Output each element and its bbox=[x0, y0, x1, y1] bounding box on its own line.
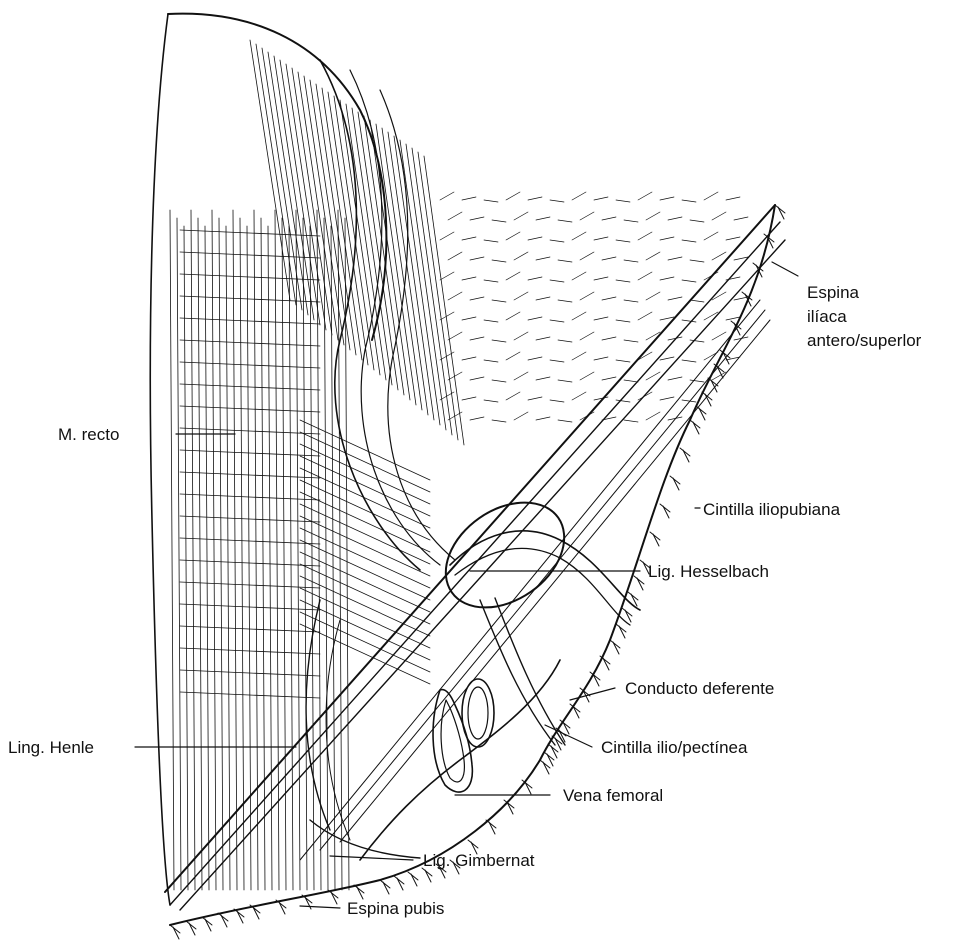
label-cintilla-ilio-pectinea: Cintilla ilio/pectínea bbox=[601, 738, 748, 757]
label-cintilla-iliopubiana: Cintilla iliopubiana bbox=[703, 500, 841, 519]
oblique-hatching bbox=[250, 40, 464, 684]
fascia-hatching bbox=[440, 192, 748, 422]
oblique-fibers-drawing bbox=[250, 40, 464, 684]
label-vena-femoral: Vena femoral bbox=[563, 786, 663, 805]
label-lig-gimbernat: Lig. Gimbernat bbox=[423, 851, 535, 870]
femoral-vessels-drawing bbox=[360, 660, 560, 860]
leader-espina-iliaca bbox=[772, 262, 798, 276]
label-espina-pubis: Espina pubis bbox=[347, 899, 444, 918]
anatomical-drawing bbox=[150, 14, 785, 939]
label-conducto-deferente: Conducto deferente bbox=[625, 679, 774, 698]
leader-conducto-deferente bbox=[570, 688, 615, 700]
internal-ring-drawing bbox=[426, 481, 640, 745]
label-espina-iliaca-line2: ilíaca bbox=[807, 307, 847, 326]
label-ling-henle: Ling. Henle bbox=[8, 738, 94, 757]
labels: Espina ilíaca antero/superlor M. recto C… bbox=[8, 283, 922, 918]
label-espina-iliaca-line1: Espina bbox=[807, 283, 860, 302]
henle-region-drawing bbox=[306, 600, 420, 858]
label-espina-iliaca-line3: antero/superlor bbox=[807, 331, 922, 350]
label-lig-hesselbach: Lig. Hesselbach bbox=[648, 562, 769, 581]
label-m-recto: M. recto bbox=[58, 425, 119, 444]
iliopubic-tract-drawing bbox=[165, 205, 785, 910]
leader-espina-pubis bbox=[300, 906, 340, 908]
